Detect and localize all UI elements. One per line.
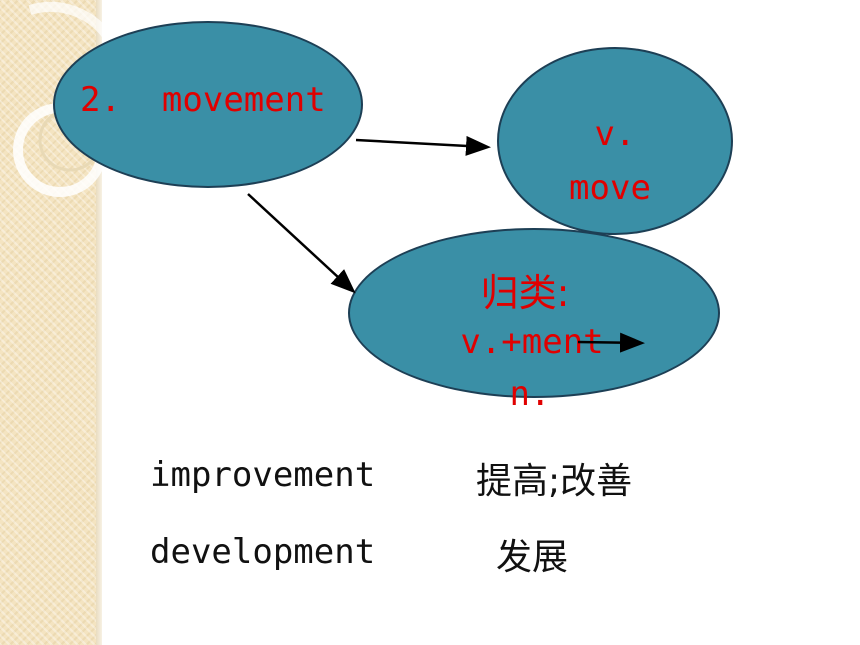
rule-title: 归类: [480,271,570,315]
main-word-label: 2. movement [80,80,326,120]
main-word-number: 2. [80,80,121,120]
rule-node [348,228,720,398]
verb-word: move [569,168,651,208]
verb-node [497,47,733,235]
verb-pos: v. [594,114,636,154]
arrow-to-verb [355,135,491,156]
example-meaning-1: 提高;改善 [476,461,633,502]
side-strip-edge [96,0,102,645]
example-meaning-2: 发展 [496,537,569,578]
arrow-to-rule [247,193,356,294]
main-word-node [53,21,363,188]
example-word-1: improvement [150,455,376,495]
example-word-2: development [150,532,376,572]
rule-result: n. [509,374,551,414]
main-word: movement [161,80,326,120]
rule-formula: v.+ment [460,322,604,362]
